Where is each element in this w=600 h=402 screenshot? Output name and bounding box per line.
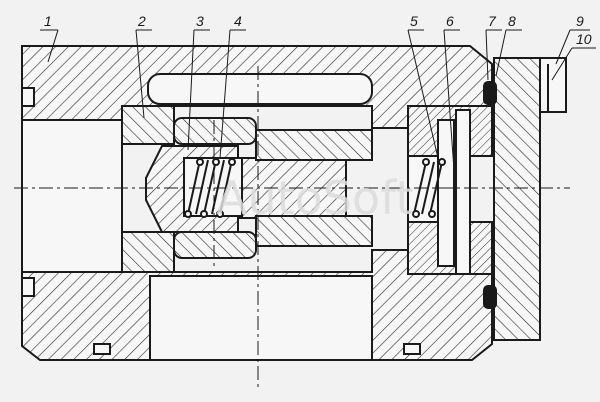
callout-9: 9 — [576, 13, 584, 29]
callout-8: 8 — [508, 13, 516, 29]
center-lines — [14, 66, 570, 390]
callout-1: 1 — [44, 13, 52, 29]
callout-10: 10 — [576, 31, 592, 47]
callout-5: 5 — [410, 13, 418, 29]
leader-lines — [40, 29, 596, 199]
end-cover — [483, 57, 567, 341]
valve-assembly — [407, 105, 493, 275]
callouts: 1 2 3 4 5 6 7 8 9 10 — [44, 13, 592, 47]
watermark: AutoSoft — [216, 171, 414, 225]
callout-7: 7 — [488, 13, 497, 29]
callout-6: 6 — [446, 13, 454, 29]
callout-3: 3 — [196, 13, 204, 29]
callout-4: 4 — [234, 13, 242, 29]
housing — [21, 45, 493, 361]
callout-2: 2 — [137, 13, 146, 29]
sleeve — [121, 105, 257, 273]
